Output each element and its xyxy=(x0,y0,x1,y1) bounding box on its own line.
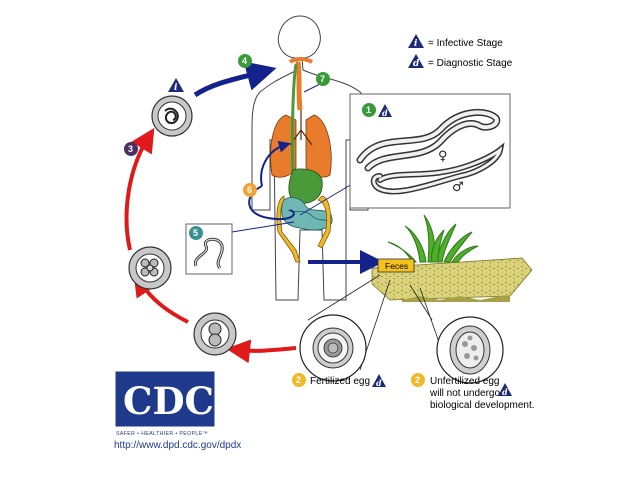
connector-worm-box xyxy=(299,183,353,216)
stage-badge-2-unfertilized: 2 xyxy=(411,373,425,387)
female-symbol: ♀ xyxy=(438,149,448,164)
legend: i = Infective Stage d = Diagnostic Stage xyxy=(408,34,513,69)
unfertilized-egg-label-line1: Unfertilized egg xyxy=(430,376,499,387)
svg-text:7: 7 xyxy=(320,74,325,84)
stage-badge-5: 5 xyxy=(189,226,203,240)
cdc-url: http://www.dpd.cdc.gov/dpdx xyxy=(114,440,241,451)
svg-text:d: d xyxy=(413,59,420,69)
stage-badge-1: 1 xyxy=(362,103,376,117)
svg-text:3: 3 xyxy=(128,144,133,154)
cdc-tagline: SAFER • HEALTHIER • PEOPLE™ xyxy=(116,431,208,437)
svg-text:d: d xyxy=(502,387,508,397)
svg-text:2: 2 xyxy=(415,375,420,385)
unfertilized-diagnostic-triangle-icon: d xyxy=(498,383,512,397)
stage-badge-6: 6 xyxy=(243,183,257,197)
feces-label-box xyxy=(377,258,415,273)
esophagus xyxy=(290,63,298,176)
cdc-logo: CDC SAFER • HEALTHIER • PEOPLE™ xyxy=(115,371,215,437)
stomach xyxy=(288,168,323,204)
infective-stage-triangle-icon: i xyxy=(408,34,424,49)
mouth xyxy=(288,57,313,64)
stage-badge-2-fertilized: 2 xyxy=(292,373,306,387)
cdc-logo-text: CDC xyxy=(123,379,214,423)
egg-two-cell xyxy=(193,312,237,356)
unfertilized-egg-label-line3: biological development. xyxy=(430,400,535,411)
svg-text:2: 2 xyxy=(296,375,301,385)
legend-diagnostic-label: = Diagnostic Stage xyxy=(428,58,513,69)
connector-larva-box xyxy=(231,221,295,233)
svg-text:6: 6 xyxy=(247,185,252,195)
male-symbol: ♂ xyxy=(452,180,464,195)
svg-text:d: d xyxy=(382,108,388,118)
grass xyxy=(387,214,479,263)
feces-label: Feces xyxy=(385,261,408,271)
svg-text:4: 4 xyxy=(242,56,247,66)
svg-text:d: d xyxy=(376,378,382,388)
stage-badge-7: 7 xyxy=(316,72,330,86)
infective-stage-top-triangle-icon: i xyxy=(168,78,184,93)
trachea xyxy=(295,61,303,111)
fertilized-egg-label: Fertilized egg xyxy=(310,376,370,387)
small-intestine xyxy=(281,197,333,231)
svg-text:i: i xyxy=(174,83,178,93)
legend-infective-label: = Infective Stage xyxy=(428,38,503,49)
unfertilized-egg-label-line2: will not undergo xyxy=(429,388,500,399)
fertilized-diagnostic-triangle-icon: d xyxy=(372,374,386,388)
stage-badge-3: 3 xyxy=(124,142,138,156)
stage-1-diagnostic-triangle-icon: d xyxy=(378,104,392,118)
fertilized-egg-magnified xyxy=(299,314,367,382)
arrow-egg3-to-egg4 xyxy=(124,127,155,251)
diagnostic-stage-triangle-icon: d xyxy=(408,54,424,69)
large-intestine xyxy=(276,195,332,263)
unfertilized-egg-magnified xyxy=(436,316,504,384)
adult-worms-panel xyxy=(349,93,511,209)
svg-text:i: i xyxy=(414,39,418,49)
egg-cleavage-stage3 xyxy=(128,246,172,290)
embryonated-egg-infective xyxy=(151,95,193,137)
arrow-ingestion xyxy=(193,61,277,98)
svg-text:1: 1 xyxy=(366,105,371,115)
stage-badge-4: 4 xyxy=(238,54,252,68)
svg-text:5: 5 xyxy=(193,228,198,238)
arrow-eggs-to-egg2 xyxy=(226,339,297,364)
arrow-to-lungs xyxy=(260,140,291,187)
connector-stage7 xyxy=(303,83,321,93)
